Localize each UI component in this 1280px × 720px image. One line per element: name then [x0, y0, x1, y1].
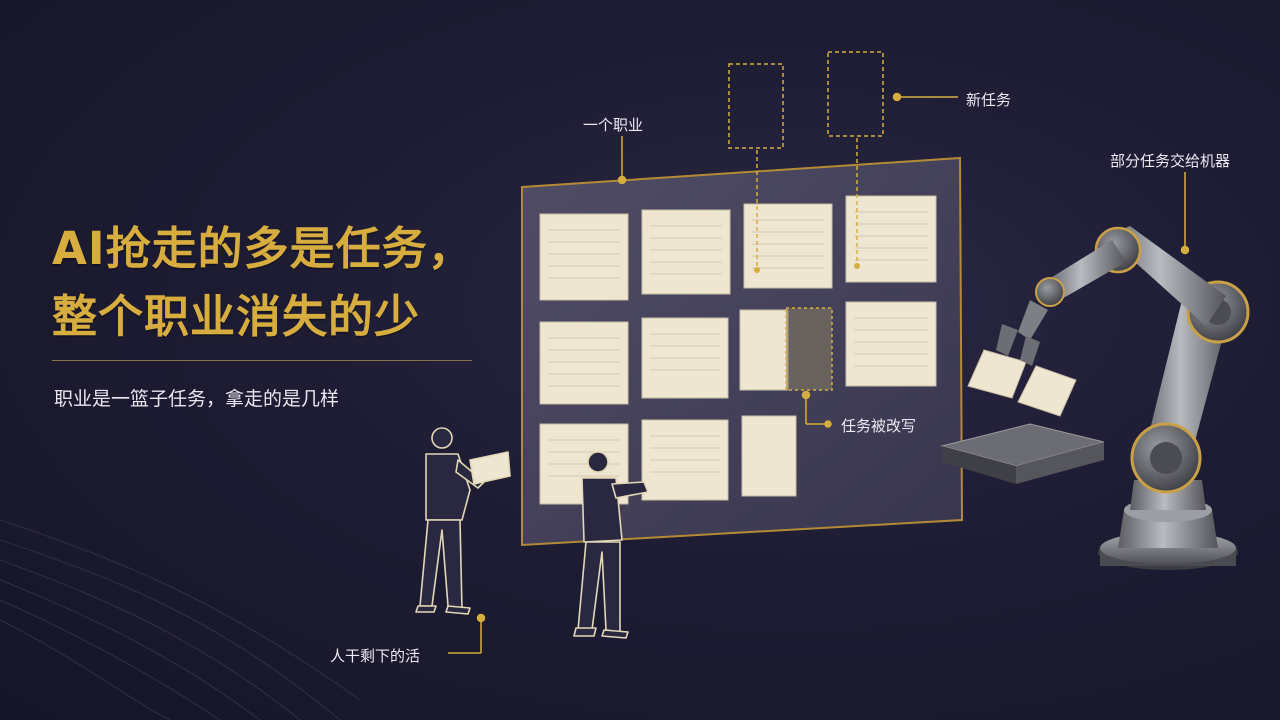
- human-figure-holding-card: [415, 427, 511, 615]
- callout-human-remaining: 人干剩下的活: [330, 647, 421, 665]
- task-card: [539, 321, 629, 405]
- robot-arm: [996, 226, 1250, 570]
- task-card: [743, 203, 833, 289]
- task-card: [741, 415, 797, 497]
- machine-task-cards: [967, 349, 1077, 417]
- headline-line-1: AI抢走的多是任务，: [52, 222, 474, 275]
- task-card: [539, 213, 629, 301]
- new-task-outlines: [728, 51, 884, 270]
- rewritten-task-card: [785, 307, 833, 391]
- task-card: [845, 301, 937, 387]
- background-wave-pattern: [0, 519, 361, 720]
- headline-divider: [52, 360, 472, 361]
- task-card: [739, 309, 789, 391]
- output-tray: [940, 423, 1105, 484]
- task-card: [845, 195, 937, 283]
- callout-occupation: 一个职业: [583, 116, 644, 134]
- human-figure-reaching: [573, 451, 649, 639]
- callout-rewritten: 任务被改写: [841, 417, 917, 435]
- card-text-lines: [548, 211, 928, 477]
- callout-lines: [448, 92, 1190, 654]
- callout-new-tasks: 新任务: [966, 91, 1012, 109]
- subtitle: 职业是一篮子任务，拿走的是几样: [54, 388, 340, 410]
- task-card: [641, 209, 731, 295]
- callout-handed-to-machine: 部分任务交给机器: [1110, 152, 1231, 170]
- headline-line-2: 整个职业消失的少: [52, 290, 421, 343]
